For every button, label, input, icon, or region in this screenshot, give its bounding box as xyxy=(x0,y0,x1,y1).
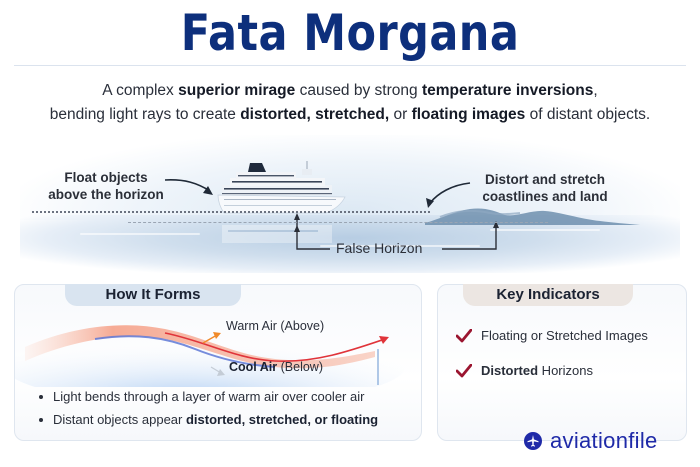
bullet-text: Distant objects appear xyxy=(53,412,186,427)
checkmark-icon xyxy=(456,328,472,342)
indicator-item: Distorted Horizons xyxy=(456,362,648,379)
distort-label: Distort and stretch coastlines and land xyxy=(470,171,620,205)
cool-air-boundary xyxy=(94,335,276,368)
subtitle-text: of distant objects. xyxy=(525,106,651,123)
subtitle-text: bending light rays to create xyxy=(49,106,241,123)
subtitle: A complex superior mirage caused by stro… xyxy=(0,79,700,127)
label-line: Float objects xyxy=(64,170,148,185)
subtitle-bold: temperature inversions xyxy=(421,82,594,99)
subtitle-bold: superior mirage xyxy=(178,82,296,99)
indicator-list: Floating or Stretched Images Distorted H… xyxy=(456,327,648,397)
bullet-bold: floating xyxy=(331,412,379,427)
label-line: above the horizon xyxy=(48,187,164,202)
cool-air-region xyxy=(15,329,405,387)
cool-air-label: Cool Air (Below) xyxy=(229,360,323,374)
float-objects-label: Float objects above the horizon xyxy=(36,169,176,203)
subtitle-line-2: bending light rays to create distorted, … xyxy=(0,103,700,127)
label-line: Distort and stretch xyxy=(484,172,606,187)
brand-name: aviationfile xyxy=(550,428,658,453)
ray-arrowhead-icon xyxy=(379,336,389,344)
false-horizon-line xyxy=(128,222,548,223)
air-layers-diagram xyxy=(15,325,405,387)
subtitle-text: A complex xyxy=(102,82,179,99)
sea-streak xyxy=(80,233,200,235)
bullet-item: Distant objects appear distorted, stretc… xyxy=(37,408,378,431)
subtitle-text: or xyxy=(389,106,412,123)
cool-arrowhead-icon xyxy=(217,369,225,376)
how-it-forms-card: How It Forms Warm Air (Above) Cool Air (… xyxy=(14,284,422,441)
ship-reflection-icon xyxy=(222,225,332,243)
arrowhead-icon xyxy=(203,186,213,195)
up-arrow-icon xyxy=(294,213,300,220)
cool-air-rest: (Below) xyxy=(277,360,323,374)
subtitle-line-1: A complex superior mirage caused by stro… xyxy=(0,79,700,103)
title-divider xyxy=(14,65,686,66)
subtitle-text: caused by strong xyxy=(295,82,422,99)
indicator-item: Floating or Stretched Images xyxy=(456,327,648,344)
warm-arrowhead-icon xyxy=(213,332,221,339)
indicator-text: Horizons xyxy=(538,363,593,378)
arrowhead-icon xyxy=(426,198,434,208)
key-indicators-card: Key Indicators Floating or Stretched Ima… xyxy=(437,284,687,441)
sky-background xyxy=(20,135,680,220)
label-line: coastlines and land xyxy=(482,189,608,204)
indicator-text: Floating or Stretched Images xyxy=(481,328,648,343)
how-it-forms-bullets: Light bends through a layer of warm air … xyxy=(37,385,378,431)
curved-arrow-icon xyxy=(429,182,471,204)
checkmark-icon xyxy=(456,363,472,377)
scene-illustration xyxy=(164,161,640,250)
warm-pointer xyxy=(202,334,218,344)
key-indicators-title: Key Indicators xyxy=(463,284,633,306)
true-horizon-line xyxy=(32,211,430,213)
airplane-circle-icon xyxy=(524,432,542,450)
bullet-item: Light bends through a layer of warm air … xyxy=(37,385,378,408)
subtitle-text: , xyxy=(593,82,598,99)
false-horizon-label: False Horizon xyxy=(336,240,423,256)
warm-air-label: Warm Air (Above) xyxy=(226,319,325,333)
up-arrow-icon xyxy=(493,221,499,228)
bullet-text: Light bends through a layer of warm air … xyxy=(53,389,365,404)
page-title: Fata Morgana xyxy=(180,4,520,62)
up-arrow-icon xyxy=(294,225,300,232)
cool-air-bold: Cool Air xyxy=(229,360,278,374)
cruise-ship-icon xyxy=(217,161,346,214)
indicator-bold: Distorted xyxy=(481,363,539,378)
island-icon xyxy=(425,208,640,225)
bullet-bold: distorted, stretched, or xyxy=(185,412,332,427)
light-ray xyxy=(164,332,386,363)
sea-streak xyxy=(490,229,600,231)
sea-streak xyxy=(320,245,480,247)
brand-logo: aviationfile xyxy=(524,428,658,454)
subtitle-bold: floating images xyxy=(411,106,526,123)
subtitle-bold: distorted, stretched, xyxy=(240,106,390,123)
mirage-scene: Float objects above the horizon Distort … xyxy=(0,135,700,275)
how-it-forms-title: How It Forms xyxy=(65,284,241,306)
